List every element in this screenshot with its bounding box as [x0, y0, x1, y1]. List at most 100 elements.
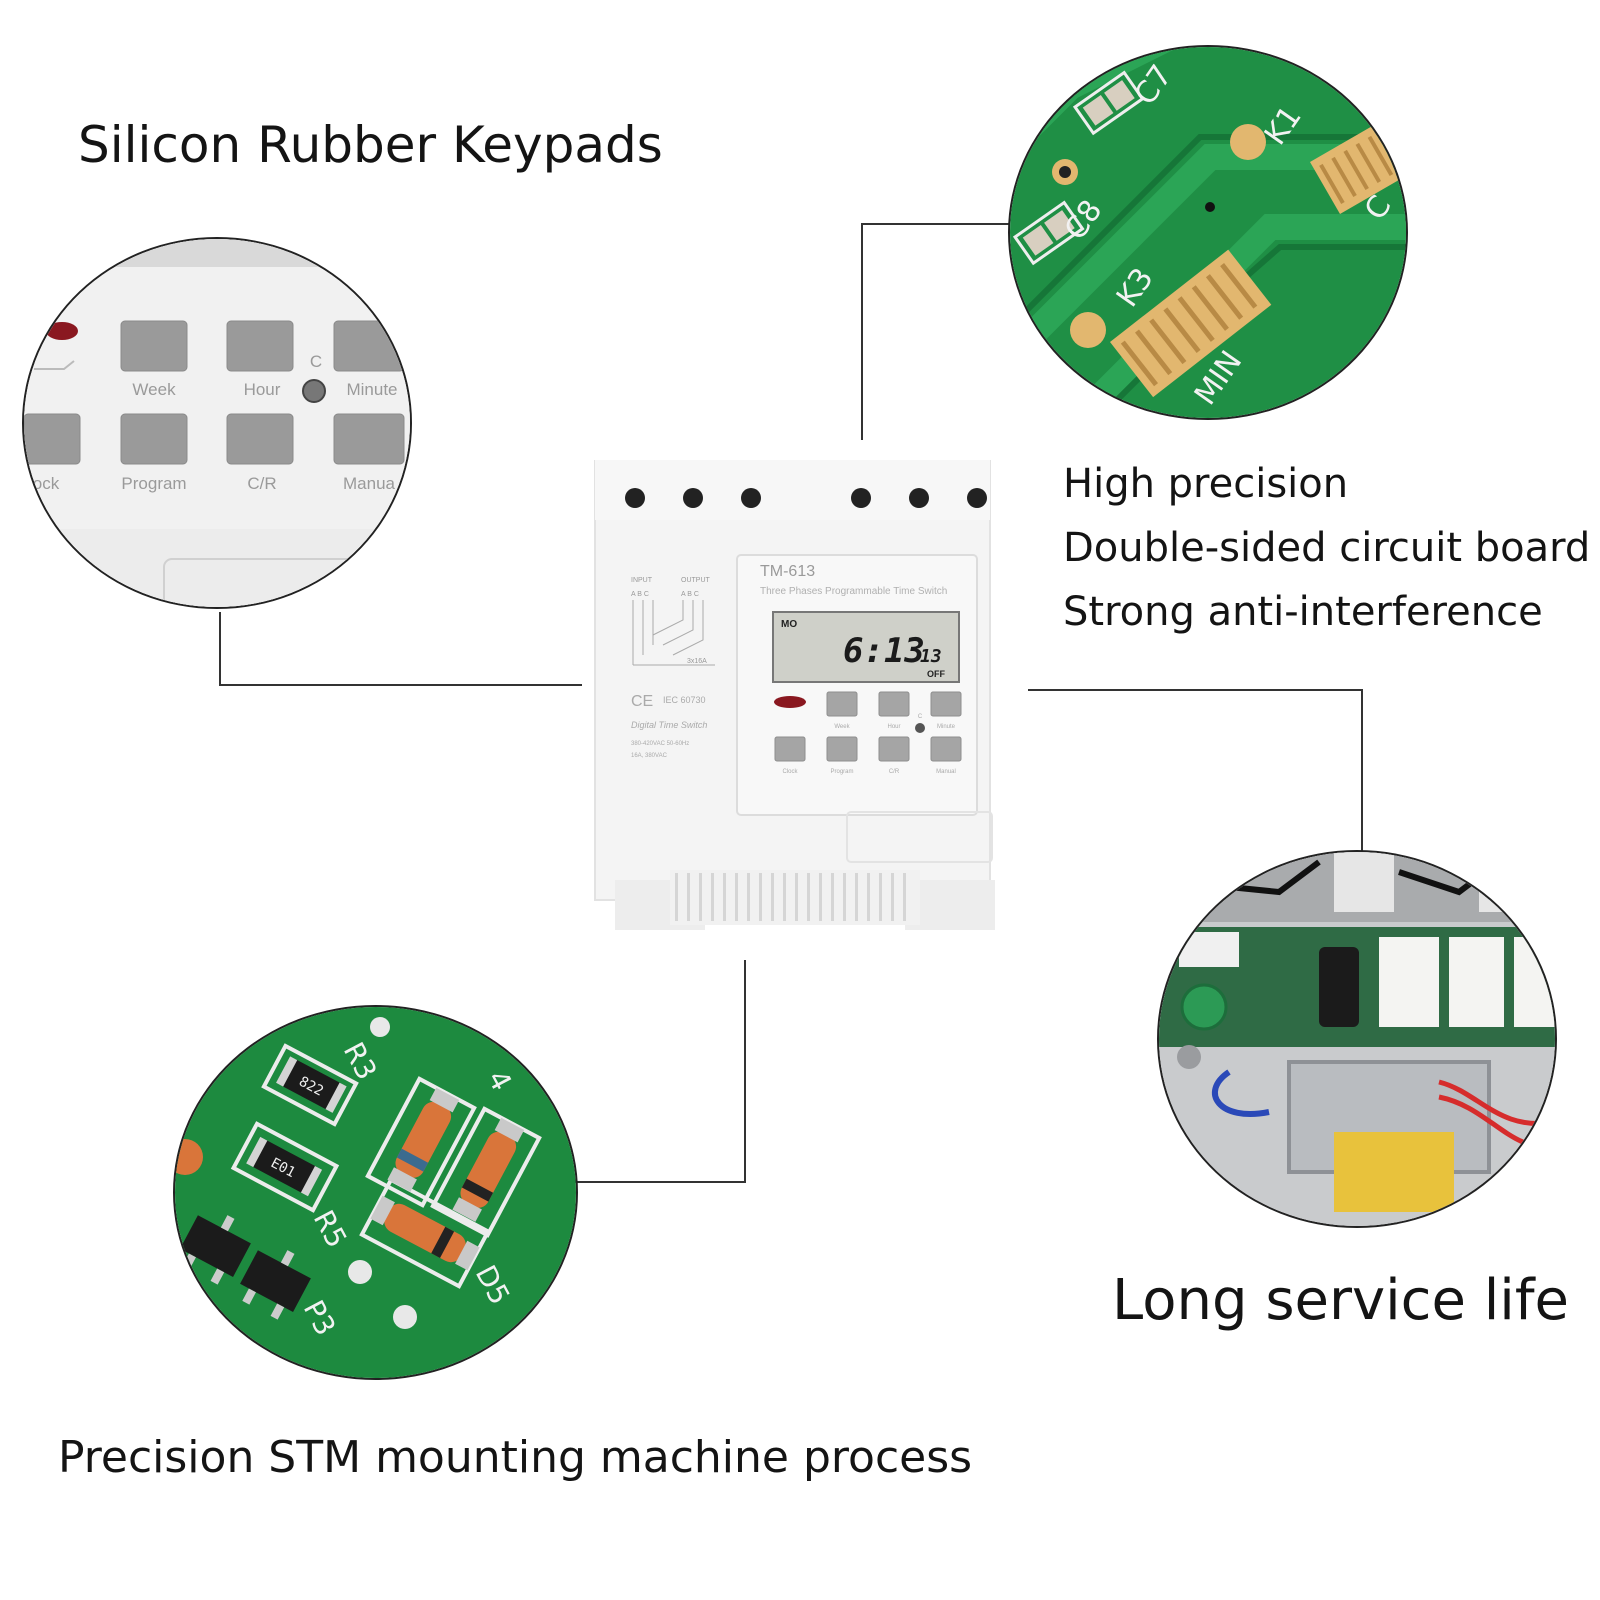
mounting-hole [1177, 1045, 1201, 1069]
keypad-label-minute: Minute [346, 380, 397, 399]
terminal-screw-2 [683, 488, 703, 508]
keypad-cr-key [226, 413, 294, 465]
reset-button[interactable] [915, 723, 925, 733]
button-label-c: C [918, 714, 923, 720]
lcd-time: 6:13 [843, 631, 925, 671]
keypads-caption: Silicon Rubber Keypads [78, 116, 663, 174]
manual-button[interactable] [930, 736, 962, 762]
output-phases: A B C [681, 591, 699, 598]
solder-pad-1 [348, 1260, 372, 1284]
diode-1-outline [365, 1076, 477, 1208]
pcb-caption: High precision Double-sided circuit boar… [1063, 452, 1590, 644]
relay-2 [1449, 937, 1504, 1027]
keypad-label-week: Week [132, 380, 176, 399]
label-window [846, 811, 993, 863]
hour-button[interactable] [878, 691, 910, 717]
smt-process-caption: Precision STM mounting machine process [58, 1432, 973, 1483]
pcb-bottom-closeup: 822 E01 [173, 1005, 578, 1380]
transformer-coil [1334, 1132, 1454, 1212]
status-led [774, 696, 806, 708]
button-label-week: Week [834, 724, 850, 730]
keypad-manual-key [333, 413, 405, 465]
pcb-caption-line-2: Double-sided circuit board [1063, 525, 1591, 571]
keypad-week-key [120, 320, 188, 372]
keypad-label-manual: Manua [343, 474, 396, 493]
keypad-program-key [120, 413, 188, 465]
capacitor-c7 [1072, 70, 1145, 136]
standard-label: IEC 60730 [663, 695, 706, 705]
pcb-top-closeup: C7 C8 K1 K3 MIN C [1008, 45, 1408, 420]
terminal-screw-4 [851, 488, 871, 508]
e01-outline [230, 1121, 340, 1213]
button-label-manual: Manual [936, 769, 956, 775]
pcb-pad-2 [1070, 312, 1106, 348]
diode-1 [387, 1087, 460, 1192]
solder-pad-2 [393, 1305, 417, 1329]
spec-line-1: 380-420VAC 50-60Hz [631, 741, 689, 747]
buzzer [1180, 983, 1228, 1031]
keypad-label-program: Program [121, 474, 186, 493]
type-label: Digital Time Switch [631, 720, 707, 730]
button-label-program: Program [830, 769, 853, 775]
internal-closeup [1157, 850, 1557, 1228]
connector-internal [1028, 689, 1363, 852]
r3-outline [261, 1043, 359, 1127]
keypad-label-clock: ock [33, 474, 60, 493]
keypad-label-cr: C/R [247, 474, 276, 493]
solder-pad-3 [370, 1017, 390, 1037]
time-switch-device: TM-613 Three Phases Programmable Time Sw… [594, 460, 995, 930]
keypad-closeup: Week Hour Minute ock Program C/R Manua C [22, 237, 412, 609]
pcb-via-2 [1205, 202, 1215, 212]
minute-button[interactable] [930, 691, 962, 717]
button-label-minute: Minute [937, 724, 956, 730]
terminal-screw-3 [741, 488, 761, 508]
electrolytic-capacitor [1319, 947, 1359, 1027]
chip-822: 822 [276, 1056, 347, 1113]
button-label-hour: Hour [887, 724, 900, 730]
terminal-screw-1 [625, 488, 645, 508]
program-button[interactable] [826, 736, 858, 762]
spec-line-2: 16A, 380VAC [631, 753, 668, 759]
pcb-pad-1 [1230, 124, 1266, 160]
connector-pcb-bottom [575, 960, 746, 1183]
input-label: INPUT [631, 577, 653, 584]
transistor-2 [240, 1250, 311, 1320]
lcd-seconds: 13 [920, 646, 942, 667]
lcd-display [772, 611, 960, 683]
keypad-label-hour: Hour [244, 380, 281, 399]
keypad-label-c: C [310, 352, 322, 371]
clock-button[interactable] [774, 736, 806, 762]
lcd-state: OFF [927, 669, 945, 679]
device-top-rail [595, 460, 990, 520]
keypad-reset-hole [302, 379, 326, 403]
button-label-cr: C/R [889, 769, 900, 775]
terminal-screw-5 [909, 488, 929, 508]
pcb-caption-line-3: Strong anti-interference [1063, 589, 1543, 635]
cr-button[interactable] [878, 736, 910, 762]
keypad-clock-key [24, 413, 81, 465]
wiring-diagram [632, 600, 715, 666]
terminal-screws [625, 488, 987, 508]
ce-mark: CE [631, 693, 653, 710]
output-label: OUTPUT [681, 577, 711, 584]
pcb-caption-line-1: High precision [1063, 461, 1349, 507]
capacitor-c8 [1012, 200, 1085, 266]
terminal-post-1 [1334, 852, 1394, 912]
keypad-hour-key [226, 320, 294, 372]
model-subtitle: Three Phases Programmable Time Switch [760, 586, 947, 597]
week-button[interactable] [826, 691, 858, 717]
button-label-clock: Clock [782, 769, 798, 775]
rating-label: 3x16A [687, 658, 707, 665]
lcd-day: MO [781, 619, 797, 630]
diode-2-outline [430, 1106, 542, 1238]
relay-pad-k3 [1110, 249, 1272, 398]
chip-e01: E01 [246, 1136, 323, 1197]
solder-pad-4 [175, 1139, 203, 1175]
diode-2 [452, 1117, 525, 1222]
terminal-screw-6 [967, 488, 987, 508]
vent-slots [675, 873, 906, 921]
input-phases: A B C [631, 591, 649, 598]
model-label: TM-613 [760, 563, 815, 580]
connector-keypad [219, 612, 582, 686]
